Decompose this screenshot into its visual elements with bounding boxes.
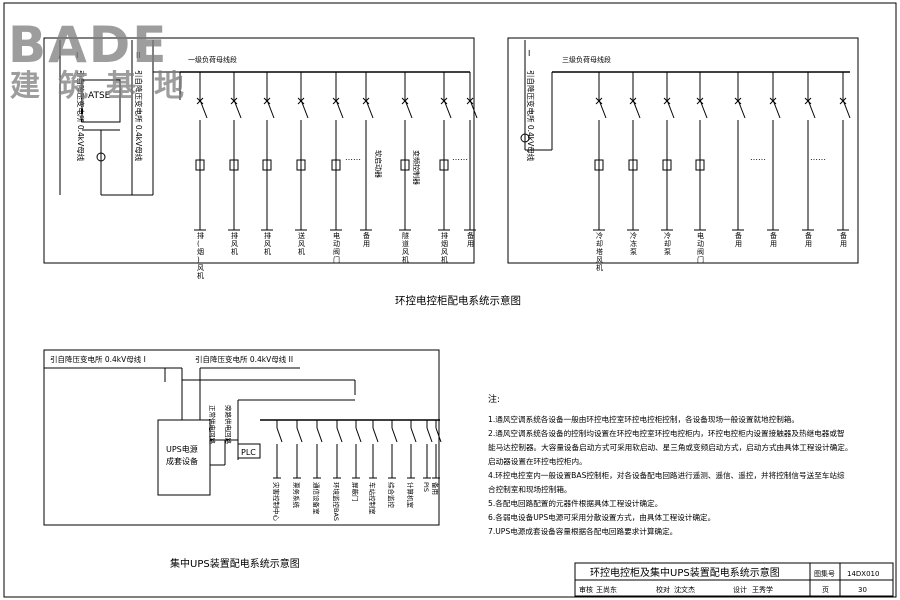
load-1-7: 排烟风机 [441, 231, 448, 264]
atlas-number: 14DX010 [847, 570, 879, 578]
drawing-title: 环控电控柜及集中UPS装置配电系统示意图 [590, 566, 780, 579]
source-mark-left: I [76, 51, 78, 60]
diagram-ventilation-cabinet: 引自降压变电所 0.4kV母线 I 引自降压变电所 0.4kV母线 II ATS… [43, 37, 478, 280]
source-label-left: 引自降压变电所 0.4kV母线 [76, 70, 86, 162]
ups-source-left: 引自降压变电所 0.4kV母线 I [50, 354, 146, 364]
review-name: 王尚东 [596, 585, 617, 594]
cabinet-2-frame [507, 37, 859, 264]
load-2-6: 备用 [805, 231, 812, 248]
dots-2b: …… [810, 153, 826, 162]
load-1-4: 电动阀门 [333, 231, 340, 264]
review-label: 审核 [579, 585, 593, 594]
bus-2-label: 三级负荷母线段 [562, 55, 611, 64]
atlas-label: 图集号 [814, 569, 835, 578]
watermark: BADE 建筑基地 [8, 16, 202, 104]
watermark-subtitle: 建筑基地 [10, 69, 202, 104]
dots-1b: …… [452, 153, 468, 162]
plc-box [237, 443, 261, 459]
dots-1: …… [345, 153, 361, 162]
plc-label: PLC [241, 448, 256, 457]
sheet-border [3, 2, 897, 598]
ups-load-7: 计算机室 [406, 482, 415, 509]
design-label: 设计 [733, 585, 747, 594]
note-line-0: 1.通风空调系统各设备一般由环控电控室环控电控柜控制，各设备现场一般设置就地控制… [488, 414, 799, 424]
load-1-0: 排(烟)风机 [197, 231, 204, 280]
watermark-brand: BADE [8, 16, 168, 74]
diagram-ups: 引自降压变电所 0.4kV母线 I 引自降压变电所 0.4kV母线 II UPS… [43, 349, 442, 526]
source-mark-right: II [136, 51, 141, 60]
design-name: 王秀学 [752, 585, 773, 594]
ups-load-5: 车站控制室 [368, 482, 377, 515]
ups-load-8: PIS [422, 482, 430, 492]
atse-label: ATSE [88, 91, 111, 101]
ups-load-9: 备用 [431, 482, 440, 495]
page-number: 30 [858, 586, 867, 594]
load-2-5: 备用 [770, 231, 777, 248]
ups-load-3: 环境监控BAS [332, 482, 341, 521]
caption-3: 集中UPS装置配电系统示意图 [170, 557, 300, 570]
feeders-1: 排(烟)风机 排风机 排风机 送风机 电动阀门 备用 隧道风机 排烟风机 备用 [194, 72, 478, 280]
ups-box [157, 419, 211, 496]
cabinet-1-frame [43, 37, 475, 264]
load-2-3: 电动阀门 [697, 231, 704, 264]
load-1-3: 送风机 [298, 231, 305, 256]
bypass-label: 旁路供电回路 [224, 405, 233, 445]
load-2-2: 冷却泵 [664, 231, 671, 256]
note-line-7: 6.各弱电设备UPS电源可采用分散设置方式，由具体工程设计确定。 [488, 512, 715, 522]
ups-load-1: 票务系统 [292, 482, 301, 509]
main-circuit-label: 正常供电回路 [208, 405, 217, 445]
load-1-6: 隧道风机 [402, 231, 409, 264]
source-mark-2: I [528, 49, 530, 58]
note-line-1: 2.通风空调系统各设备的控制均设置在环控电控室环控电控柜内，环控电控柜内设置接触… [488, 428, 845, 438]
ups-load-6: 综合监控 [387, 482, 396, 509]
feeders-3: 灾害控制中心 票务系统 通信设备室 环境监控BAS 屏蔽门车站控制室 综合监控 计算机室 PI… [272, 420, 442, 522]
diagram-chiller-cabinet: 引自降压变电所 0.4kV母线 I 三级负荷母线段 冷却塔风机 冷冻泵 冷却泵 电动阀… [507, 37, 859, 272]
ups-label-2: 成套设备 [166, 456, 198, 466]
notes-heading: 注: [488, 393, 500, 405]
page-label: 页 [822, 586, 829, 594]
load-2-4: 备用 [735, 231, 742, 248]
load-1-5: 备用 [363, 231, 370, 248]
ups-load-2: 通信设备室 [312, 482, 321, 515]
check-label: 校对 [656, 585, 670, 594]
note-line-4: 4.环控电控室内一般设置BAS控制柜，对各设备配电回路进行遥测、遥信、遥控，并将… [488, 470, 845, 480]
bus-1-label: 一级负荷母线段 [188, 55, 237, 64]
dots-2a: …… [750, 153, 766, 162]
note-line-3: 启动器设置在环控电控柜内。 [488, 456, 587, 466]
breaker-symbol [96, 152, 106, 162]
check-name: 沈文杰 [674, 585, 695, 594]
note-line-2: 能马达控制器。大容量设备启动方式可采用软启动、星三角或变频启动方式，启动方式由具… [488, 442, 853, 452]
ups-cabinet-frame [43, 349, 440, 526]
caption-1: 环控电控柜配电系统示意图 [395, 294, 521, 307]
ups-load-4: 屏蔽门 [351, 482, 360, 502]
load-2-7: 备用 [840, 231, 847, 248]
softstart-label: 软启动器 [374, 150, 383, 178]
note-line-5: 合控制室和现场控制箱。 [488, 484, 572, 494]
note-line-8: 7.UPS电源成套设备容量根据各配电回路要求计算确定。 [488, 526, 677, 536]
ups-label: UPS电源 [166, 444, 198, 454]
ups-load-0: 灾害控制中心 [272, 482, 281, 522]
atse-box [81, 79, 121, 123]
load-1-8: 备用 [467, 231, 474, 248]
load-2-1: 冷冻泵 [630, 231, 637, 256]
source-label-right: 引自降压变电所 0.4kV母线 [134, 70, 144, 162]
feeders-2: 冷却塔风机 冷冻泵 冷却泵 电动阀门 备用 备用 备用 备用 [593, 72, 851, 272]
load-2-0: 冷却塔风机 [596, 231, 603, 272]
vfd-label: 变频控制器 [412, 150, 421, 185]
ups-source-right: 引自降压变电所 0.4kV母线 II [195, 354, 293, 364]
notes: 注: 1.通风空调系统各设备一般由环控电控室环控电控柜控制，各设备现场一般设置就… [488, 393, 853, 536]
note-line-6: 5.各配电回路配置的元器件根据具体工程设计确定。 [488, 498, 662, 508]
load-1-1: 排风机 [231, 231, 238, 256]
title-block: 环控电控柜及集中UPS装置配电系统示意图 图集号 14DX010 审核 王尚东 … [574, 562, 894, 597]
load-1-2: 排风机 [264, 231, 271, 256]
source-label-2: 引自降压变电所 0.4kV母线 [526, 70, 536, 162]
